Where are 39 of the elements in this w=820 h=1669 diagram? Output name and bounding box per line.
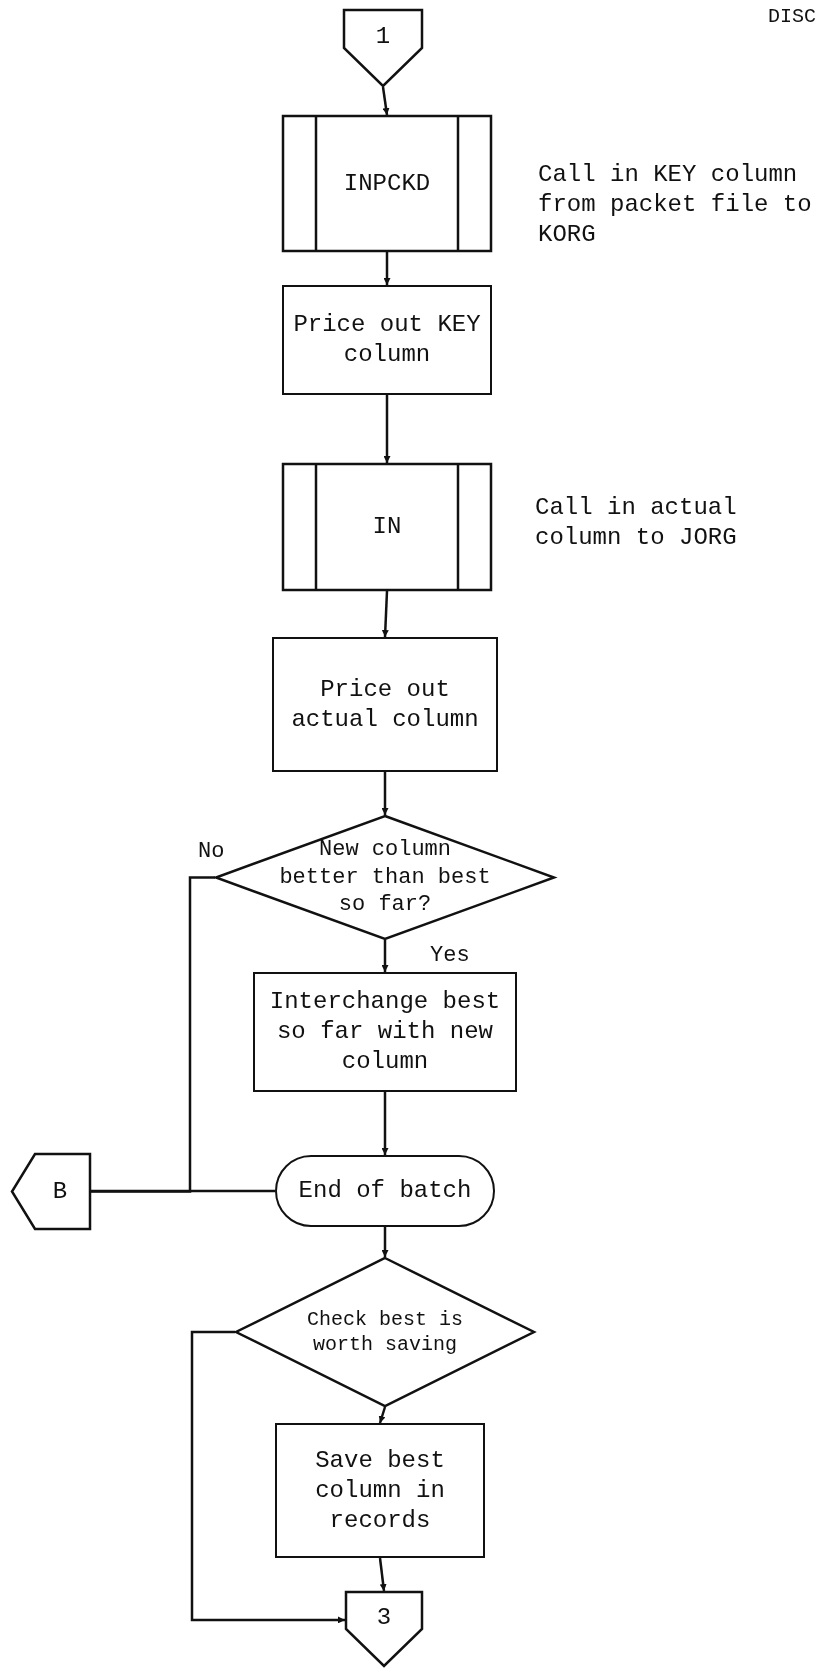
process-box xyxy=(272,637,498,772)
terminator-box xyxy=(275,1155,495,1227)
node-text: 3 xyxy=(376,1603,392,1633)
connector-line xyxy=(91,1189,275,1193)
arrow xyxy=(190,1330,345,1624)
node-text: Price out KEY column xyxy=(292,310,482,370)
offpage-connector xyxy=(345,1591,423,1667)
arrow xyxy=(378,1557,387,1592)
subroutine-box xyxy=(282,115,492,252)
arrow xyxy=(378,1406,387,1424)
node-text: Save best column in records xyxy=(314,1445,446,1536)
node-text: Interchange best so far with new column xyxy=(268,987,502,1077)
arrow xyxy=(381,1227,389,1257)
offpage-connector xyxy=(343,9,423,87)
node-text: IN xyxy=(372,512,402,542)
arrow xyxy=(381,590,389,638)
subroutine-box xyxy=(282,463,492,591)
arrow xyxy=(383,252,391,285)
connector-line xyxy=(91,876,215,1193)
process-box xyxy=(253,972,517,1092)
page-code-text: DISC xyxy=(768,4,816,29)
node-text: Price out actual column xyxy=(290,674,480,735)
node-text: B xyxy=(52,1176,68,1207)
arrow xyxy=(381,940,389,972)
node-text: End of batch xyxy=(298,1176,472,1206)
node-text: 1 xyxy=(375,22,391,52)
process-box xyxy=(282,285,492,395)
decision-diamond xyxy=(235,1257,535,1407)
process-box xyxy=(275,1423,485,1558)
node-text: Check best is worth saving xyxy=(306,1307,464,1357)
arrow xyxy=(383,395,391,463)
arrow xyxy=(381,86,390,116)
node-text: INPCKD xyxy=(343,168,431,199)
offpage-connector xyxy=(11,1153,91,1230)
annotation-text: Call in actual column to JORG xyxy=(535,493,738,553)
arrow xyxy=(381,1092,389,1155)
node-text: New column better than best so far? xyxy=(278,836,492,919)
annotation-text: Call in KEY column from packet file to KORG xyxy=(538,160,813,250)
arrow xyxy=(381,772,389,815)
